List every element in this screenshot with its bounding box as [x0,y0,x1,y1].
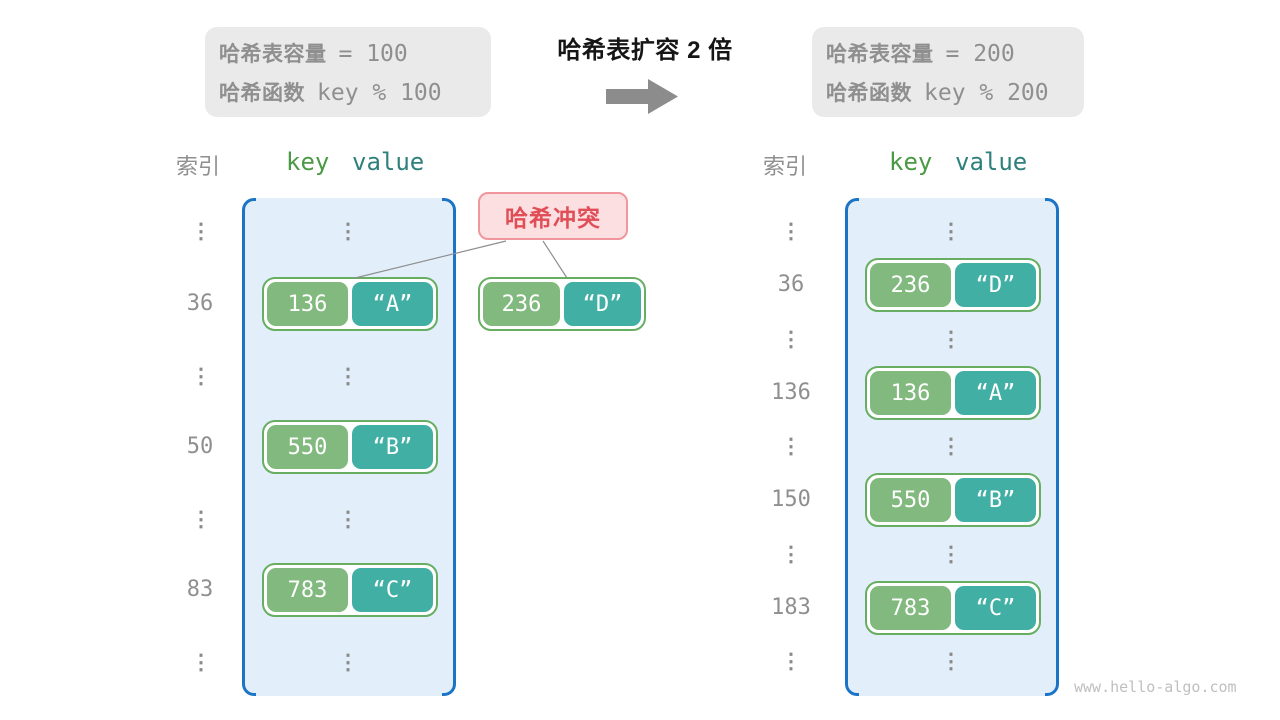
value-box: “B” [955,478,1036,522]
right-table-ellipsis: ⋮ [940,219,962,243]
pair-550-B: 550 “B” [865,473,1041,527]
value-box: “C” [352,568,433,612]
value-box: “A” [352,282,433,326]
right-index-ellipsis: ⋮ [780,649,802,673]
right-hashfn-line: 哈希函数 key % 200 [826,77,1084,107]
left-table-ellipsis: ⋮ [337,507,359,531]
right-table-ellipsis: ⋮ [940,434,962,458]
right-table-ellipsis: ⋮ [940,542,962,566]
left-index-ellipsis: ⋮ [190,507,212,531]
left-index-83: 83 [186,577,214,602]
right-index-183: 183 [771,595,811,620]
left-table-right-bracket [442,198,456,696]
pair-550-B: 550 “B” [262,420,438,474]
key-box: 783 [267,568,348,612]
right-index-ellipsis: ⋮ [780,219,802,243]
collision-connector-lines [354,240,568,279]
left-capacity-value: = 100 [338,40,408,67]
left-index-50: 50 [186,434,214,459]
right-index-36: 36 [777,272,805,297]
value-box: “A” [955,371,1036,415]
left-table-ellipsis: ⋮ [337,364,359,388]
left-hashfn-line: 哈希函数 key % 100 [219,77,491,107]
key-box: 136 [267,282,348,326]
hash-collision-label: 哈希冲突 [478,192,628,240]
right-hashfn-label: 哈希函数 [826,81,912,105]
left-table-left-bracket [242,198,256,696]
left-index-header: 索引 [176,154,221,179]
key-box: 783 [870,586,951,630]
right-table-ellipsis: ⋮ [940,327,962,351]
pair-783-C: 783 “C” [865,581,1041,635]
right-capacity-label: 哈希表容量 [826,42,934,66]
right-table-left-bracket [845,198,859,696]
key-box: 136 [870,371,951,415]
left-index-ellipsis: ⋮ [190,650,212,674]
left-index-ellipsis: ⋮ [190,364,212,388]
right-info-box: 哈希表容量 = 200 哈希函数 key % 200 [812,27,1084,117]
right-key-header: key [889,148,933,176]
left-table-ellipsis: ⋮ [337,219,359,243]
key-box: 550 [267,425,348,469]
right-table-right-bracket [1045,198,1059,696]
pair-136-A: 136 “A” [262,277,438,331]
left-capacity-label: 哈希表容量 [219,42,327,66]
left-table-ellipsis: ⋮ [337,650,359,674]
value-box: “C” [955,586,1036,630]
left-index-36: 36 [186,291,214,316]
key-box: 236 [870,263,951,307]
right-hashfn-value: key % 200 [924,79,1049,106]
right-block-arrow-icon [606,79,678,114]
right-index-ellipsis: ⋮ [780,542,802,566]
right-index-ellipsis: ⋮ [780,327,802,351]
left-key-header: key [286,148,330,176]
right-value-header: value [955,148,1028,176]
value-box: “D” [955,263,1036,307]
right-index-header: 索引 [763,154,808,179]
transition-title: 哈希表扩容 2 倍 [557,37,733,64]
left-capacity-line: 哈希表容量 = 100 [219,38,491,68]
left-info-box: 哈希表容量 = 100 哈希函数 key % 100 [205,27,491,117]
key-box: 550 [870,478,951,522]
right-index-ellipsis: ⋮ [780,434,802,458]
left-hashfn-value: key % 100 [317,79,442,106]
right-table-ellipsis: ⋮ [940,649,962,673]
watermark: www.hello-algo.com [1074,678,1237,696]
right-capacity-value: = 200 [945,40,1015,67]
value-box: “D” [564,282,641,326]
right-index-136: 136 [771,380,811,405]
key-box: 236 [483,282,560,326]
right-capacity-line: 哈希表容量 = 200 [826,38,1084,68]
pair-236-D-colliding: 236 “D” [478,277,646,331]
right-index-150: 150 [771,487,811,512]
left-value-header: value [352,148,425,176]
pair-136-A: 136 “A” [865,366,1041,420]
left-index-ellipsis: ⋮ [190,219,212,243]
value-box: “B” [352,425,433,469]
pair-236-D: 236 “D” [865,258,1041,312]
left-hashfn-label: 哈希函数 [219,81,305,105]
pair-783-C: 783 “C” [262,563,438,617]
